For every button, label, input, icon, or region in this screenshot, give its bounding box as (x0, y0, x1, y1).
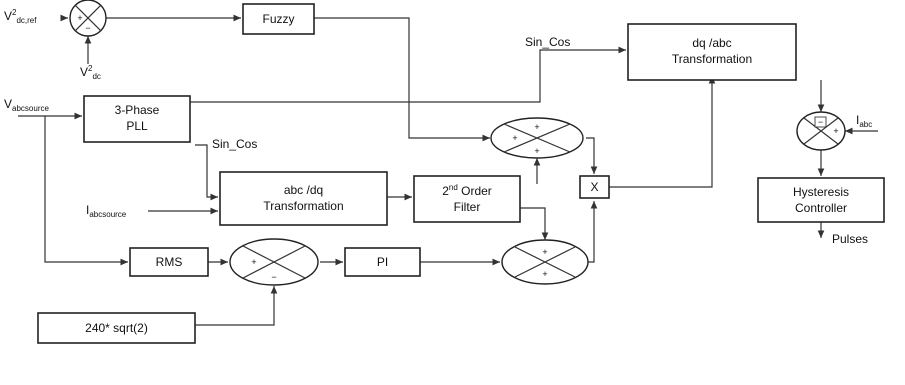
svg-text:Hysteresis: Hysteresis (793, 185, 849, 199)
sign-plus: + (833, 126, 838, 136)
svg-text:2nd Order: 2nd Order (442, 183, 492, 198)
signal-wires (18, 14, 878, 326)
svg-text:dq /abc: dq /abc (692, 36, 731, 50)
iabc-label: Iabc (856, 113, 872, 129)
vabc-source-label: Vabcsource (4, 97, 49, 113)
abc-dq-transformation-block: abc /dq Transformation (219, 171, 388, 226)
svg-text:Transformation: Transformation (263, 199, 343, 213)
sign-plus: + (77, 13, 82, 23)
pll-block: 3-Phase PLL (83, 95, 191, 143)
vdc-label: V2dc (80, 64, 101, 81)
svg-text:240* sqrt(2): 240* sqrt(2) (85, 321, 148, 335)
svg-text:abc /dq: abc /dq (284, 183, 323, 197)
constant-reference-block: 240* sqrt(2) (37, 312, 196, 344)
summing-junction-dc: + − (69, 0, 107, 37)
summing-junction-current-ref: + + + (490, 117, 584, 159)
svg-text:Controller: Controller (795, 201, 847, 215)
svg-text:Fuzzy: Fuzzy (262, 12, 294, 26)
dq-abc-transformation-block: dq /abc Transformation (627, 23, 797, 81)
svg-text:PLL: PLL (126, 119, 148, 133)
sign-plus: + (251, 257, 256, 267)
rms-block: RMS (129, 247, 209, 277)
summing-junction-hysteresis: − + (796, 111, 846, 151)
iabc-source-label: Iabcsource (86, 203, 127, 219)
sign-minus: − (818, 117, 823, 127)
multiplier-block: X (579, 175, 610, 199)
svg-text:Filter: Filter (454, 200, 481, 214)
hysteresis-controller-block: Hysteresis Controller (757, 177, 885, 223)
summing-junction-output: + + (501, 239, 589, 285)
sign-plus: + (534, 122, 539, 132)
sign-plus: + (542, 269, 547, 279)
sign-plus: + (512, 133, 517, 143)
pulses-label: Pulses (832, 232, 868, 246)
pi-controller-block: PI (344, 247, 421, 277)
sign-minus: − (85, 23, 90, 33)
sign-plus: + (542, 247, 547, 257)
svg-text:Transformation: Transformation (672, 52, 752, 66)
summing-junction-voltage: + − (229, 238, 319, 286)
svg-text:RMS: RMS (156, 255, 183, 269)
svg-text:X: X (590, 180, 598, 194)
sign-minus: − (271, 272, 276, 282)
sign-plus: + (534, 146, 539, 156)
sin-cos-label-top: Sin_Cos (525, 35, 570, 49)
svg-text:3-Phase: 3-Phase (115, 103, 160, 117)
vdc-ref-label: V2dc,ref (4, 8, 37, 25)
fuzzy-block: Fuzzy (242, 3, 315, 35)
svg-text:PI: PI (377, 255, 388, 269)
sin-cos-label-pll: Sin_Cos (212, 137, 257, 151)
second-order-filter-block: 2nd Order Filter (413, 175, 521, 223)
